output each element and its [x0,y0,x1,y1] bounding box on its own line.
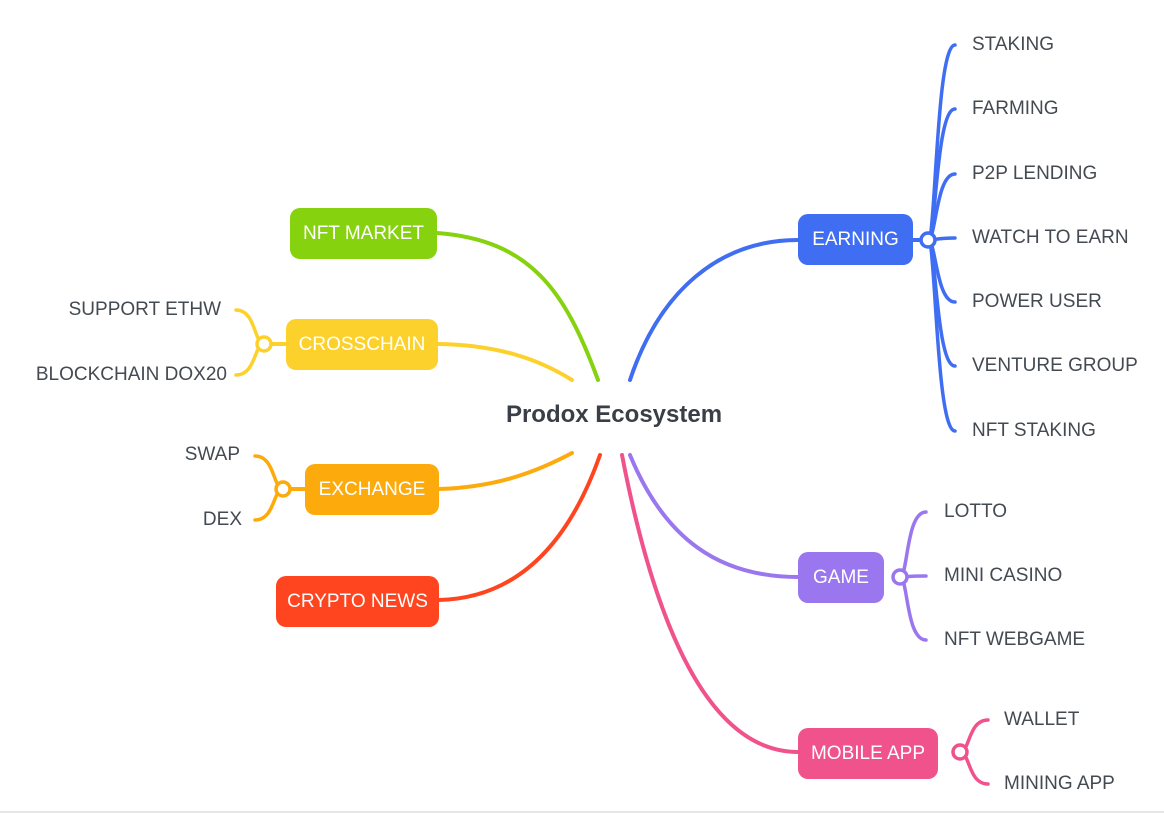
leaf-lotto[interactable]: LOTTO [944,501,1007,522]
link-root-exchange [437,451,574,491]
topic-nft-market[interactable]: NFT MARKET [290,208,437,259]
link-root-mobile [620,453,800,754]
link-root-nft [435,231,600,382]
leaf-p2p-lending[interactable]: P2P LENDING [972,163,1098,184]
leaf-wallet[interactable]: WALLET [1004,709,1080,730]
collapse-knob-exchange[interactable] [274,480,292,498]
collapse-knob-crosschain[interactable] [255,335,273,353]
leaf-mining-app[interactable]: MINING APP [1004,773,1115,794]
leaf-power-user[interactable]: POWER USER [972,291,1102,312]
root-topic[interactable]: Prodox Ecosystem [505,401,723,428]
leaf-nft-webgame[interactable]: NFT WEBGAME [944,629,1086,650]
topic-crypto-news[interactable]: CRYPTO NEWS [276,576,439,627]
bottom-divider [0,811,1164,813]
topic-crosschain[interactable]: CROSSCHAIN [286,319,438,370]
leaf-mini-casino[interactable]: MINI CASINO [944,565,1063,586]
leaf-farming[interactable]: FARMING [972,98,1059,119]
leaf-venture-group[interactable]: VENTURE GROUP [972,355,1138,376]
leaf-blockchain-dox20[interactable]: BLOCKCHAIN DOX20 [35,364,227,385]
link-root-news [437,453,602,602]
topic-game[interactable]: GAME [798,552,884,603]
link-root-earning [628,238,800,382]
leaf-swap[interactable]: SWAP [184,444,240,465]
topic-earning[interactable]: EARNING [798,214,913,265]
topic-mobile-app[interactable]: MOBILE APP [798,728,938,779]
link-root-crosschain [436,342,574,382]
topic-exchange[interactable]: EXCHANGE [305,464,439,515]
link-game-leaf-0 [898,510,928,579]
collapse-knob-earning[interactable] [919,231,937,249]
leaf-dex[interactable]: DEX [202,509,242,530]
leaf-staking[interactable]: STAKING [972,34,1054,55]
collapse-knob-mobile[interactable] [951,743,969,761]
leaf-watch-to-earn[interactable]: WATCH TO EARN [972,227,1129,248]
collapse-knob-game[interactable] [891,568,909,586]
link-game-leaf-2 [898,575,928,642]
leaf-support-ethw[interactable]: SUPPORT ETHW [68,299,221,320]
leaf-nft-staking[interactable]: NFT STAKING [972,420,1096,441]
link-root-game [628,453,800,579]
